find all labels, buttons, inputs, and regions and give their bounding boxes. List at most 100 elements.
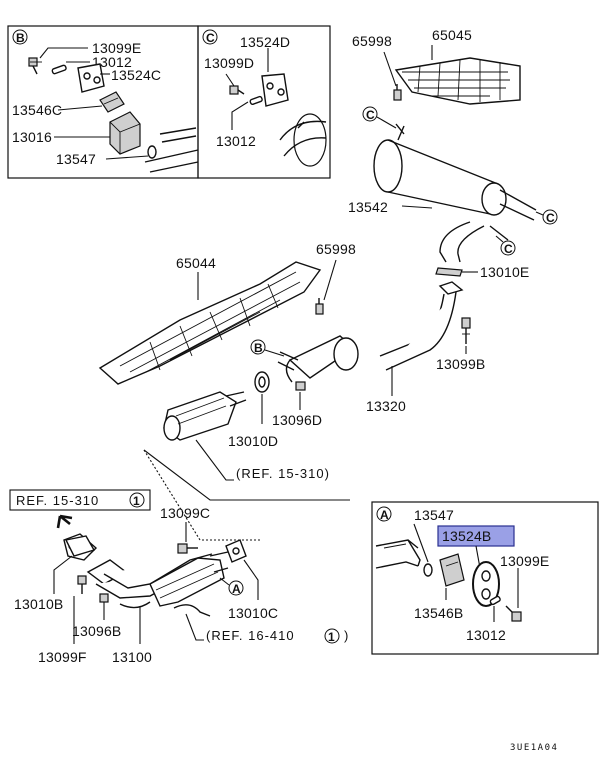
block-13016-b (109, 111, 141, 155)
hanger-13524c-b (77, 63, 105, 93)
pipe-box-c (279, 113, 327, 167)
heat-shield-65045 (394, 57, 521, 105)
gasket-13010c (225, 539, 247, 563)
muffler-13542 (373, 123, 537, 263)
bolt-13099b (461, 317, 471, 344)
gasket-13010e (435, 267, 463, 277)
callout-a-main (228, 580, 244, 596)
figure-code: 3UE1A04 (510, 743, 558, 753)
bracket-13546c-b (99, 91, 125, 113)
leader-13546c-b (57, 105, 103, 111)
label-13542: 13542 (348, 199, 388, 215)
detail-box-c-frame (197, 25, 331, 179)
callout-c-2 (542, 209, 558, 225)
clip-65998-mid (315, 298, 324, 315)
leader-13099d (225, 73, 235, 87)
leader-13010c (243, 559, 259, 600)
pin-13012-c (249, 95, 263, 106)
label-13012-c: 13012 (216, 133, 256, 149)
ref-16-410-leader (185, 613, 204, 641)
front-muffler (277, 335, 359, 383)
detail-box-a: A 13547 13524B 13546B (371, 501, 599, 655)
hanger-13524d (261, 73, 289, 107)
bolt-13099f (77, 575, 87, 594)
callout-c-1-label: C (366, 108, 375, 122)
box-c-tag-circle (202, 29, 218, 45)
rear-muffler-group: 65045 65998 13542 C C (348, 27, 558, 263)
detail-box-b: B 13099E 13012 13524C 13546C (7, 25, 199, 179)
callout-c-2-label: C (546, 211, 555, 225)
leader-13099e-b (39, 47, 88, 59)
heat-shield-65044 (98, 261, 322, 385)
bolt-13099e-a (505, 605, 522, 622)
callout-c-1-leader (376, 116, 397, 129)
pin-13012-b (51, 64, 67, 75)
label-13016-b: 13016 (12, 129, 52, 145)
label-13012-b: 13012 (92, 54, 132, 70)
ref-15-310-box-text: REF. 15-310 (16, 493, 99, 508)
label-13524d: 13524D (240, 34, 290, 50)
nut-13096d (295, 381, 306, 391)
ref-dash-line (143, 449, 262, 541)
ref-16-410-num: 1 (328, 630, 335, 644)
label-65998-top: 65998 (352, 33, 392, 49)
label-13524c-b: 13524C (111, 67, 161, 83)
pipe-stub-b (144, 127, 199, 173)
ref-15-310-box: REF. 15-310 1 (9, 489, 151, 529)
label-13099e-b: 13099E (92, 40, 141, 56)
catalytic-converter (163, 391, 247, 441)
box-b-tag: B (16, 31, 25, 45)
label-13100: 13100 (112, 649, 152, 665)
ref-arrow-icon (56, 514, 73, 529)
gasket-13010b (64, 535, 96, 557)
gasket-13010d (254, 371, 270, 393)
nut-13096b (99, 593, 109, 603)
box-a-tag-circle (376, 506, 392, 522)
ref-15-310-box-num: 1 (133, 494, 140, 508)
leader-13547-b (105, 155, 149, 160)
label-13320: 13320 (366, 398, 406, 414)
label-13099c: 13099C (160, 505, 210, 521)
pin-13012-a (489, 595, 501, 606)
ring-13547-a (423, 563, 433, 577)
label-13010c: 13010C (228, 605, 278, 621)
callout-c-3-leader (495, 235, 504, 243)
callout-b-main (250, 339, 266, 355)
leader-65998-mid (323, 259, 337, 301)
bolt-13099e-b (28, 57, 42, 75)
pipe-box-a (375, 539, 421, 569)
label-13099b: 13099B (436, 356, 485, 372)
callout-b-main-leader (264, 349, 285, 357)
label-13096b: 13096B (72, 623, 121, 639)
ref-16-410-num-circle (324, 628, 340, 644)
ref-15-310-main-leader (143, 449, 350, 501)
callout-c-3 (500, 240, 516, 256)
label-13099f: 13099F (38, 649, 87, 665)
label-13099e-a: 13099E (500, 553, 549, 569)
label-13099d: 13099D (204, 55, 254, 71)
leader-13010b (53, 555, 73, 594)
ref-15-310-main-leader-2 (195, 439, 234, 481)
center-pipe-13320 (379, 281, 464, 371)
label-13010e: 13010E (480, 264, 529, 280)
label-65045: 65045 (432, 27, 472, 43)
label-13096d: 13096D (272, 412, 322, 428)
label-13012-a: 13012 (466, 627, 506, 643)
ref-16-410: (REF. 16-410 (206, 628, 295, 643)
clip-65998-top (393, 84, 402, 101)
detail-box-c: C 13524D 13099D 13012 (197, 25, 331, 179)
leader-13012-c (231, 101, 249, 130)
label-65998-mid: 65998 (316, 241, 356, 257)
label-13547-b: 13547 (56, 151, 96, 167)
label-13010d: 13010D (228, 433, 278, 449)
callout-c-3-label: C (504, 242, 513, 256)
callout-c-1 (362, 106, 378, 122)
ring-13547-b (147, 145, 157, 159)
label-13524b-a: 13524B (442, 528, 491, 544)
label-65044: 65044 (176, 255, 216, 271)
ref-16-410-close: ) (344, 628, 349, 643)
box-a-tag: A (380, 508, 389, 522)
hanger-13524b (472, 561, 500, 607)
box-c-tag: C (206, 31, 215, 45)
